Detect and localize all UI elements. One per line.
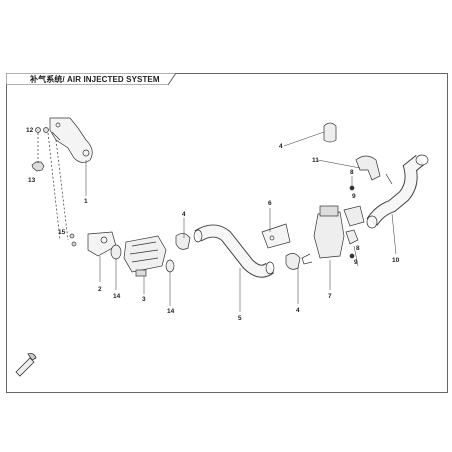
part-clamp-4b <box>285 253 301 270</box>
leader-lines <box>37 132 69 241</box>
callout-1: 1 <box>84 198 88 205</box>
part-clamp-14b <box>165 259 175 273</box>
callout-15: 15 <box>58 229 66 236</box>
part-valve-3 <box>123 235 167 277</box>
callout-8b: 8 <box>356 245 360 252</box>
callout-4a: 4 <box>182 211 186 218</box>
part-nut-13 <box>31 161 45 172</box>
callout-5: 5 <box>238 315 242 322</box>
callout-lines <box>85 131 397 312</box>
callout-11: 11 <box>312 157 319 164</box>
part-hose-10 <box>366 154 429 229</box>
callout-2: 2 <box>98 286 102 293</box>
callout-8a: 8 <box>350 169 354 176</box>
part-clamp-4a <box>175 233 191 250</box>
part-hose-5 <box>193 224 275 278</box>
callout-7: 7 <box>328 293 332 300</box>
callout-10: 10 <box>392 257 400 264</box>
callout-3: 3 <box>142 296 146 303</box>
callout-4c: 4 <box>279 143 283 150</box>
callout-12: 12 <box>26 127 34 134</box>
part-bolts-12 <box>35 127 49 133</box>
title-bar-shape <box>6 73 176 85</box>
part-bolts-15 <box>69 233 77 247</box>
callout-13: 13 <box>28 177 36 184</box>
part-bracket-6 <box>261 223 291 249</box>
part-solenoid-7 <box>301 205 345 265</box>
callout-labels: 1 2 3 4 4 4 5 6 7 8 8 9 9 10 11 12 13 14… <box>26 127 400 322</box>
callout-6: 6 <box>268 200 272 207</box>
part-plate-2 <box>87 231 117 257</box>
callout-9a: 9 <box>352 193 356 200</box>
callout-14a: 14 <box>113 293 121 300</box>
part-bolts-8-9 <box>343 185 365 259</box>
callout-14b: 14 <box>167 308 175 315</box>
title-bar <box>6 73 176 85</box>
part-clamp-4c <box>323 122 337 143</box>
callout-4b: 4 <box>296 307 300 314</box>
part-bracket-1 <box>49 117 93 163</box>
diagram-title: 补气系统/ AIR INJECTED SYSTEM <box>30 75 160 84</box>
part-bracket-11 <box>355 155 393 185</box>
callout-9b: 9 <box>354 259 358 266</box>
wrench-icon <box>15 353 37 377</box>
part-clamp-14a <box>110 244 122 260</box>
